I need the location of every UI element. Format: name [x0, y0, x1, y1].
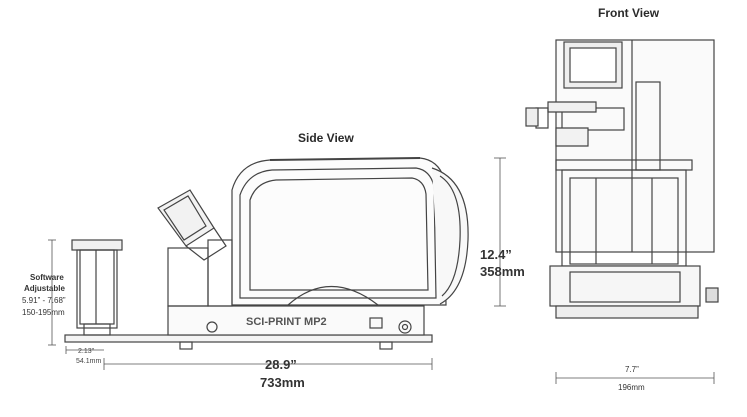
offset-mm: 54.1mm [76, 358, 102, 365]
front-platform-bar [547, 101, 597, 113]
front-width-inches: 7.7” [625, 365, 639, 374]
adjustable-range-in: 5.91” - 7.68” [22, 296, 66, 305]
front-foot [555, 305, 699, 319]
length-inches: 28.9” [265, 357, 297, 372]
front-base [549, 265, 701, 307]
height-inches: 12.4” [480, 247, 512, 262]
side-cup-top [71, 239, 123, 251]
lower-body [167, 305, 425, 336]
side-cup-body [76, 249, 118, 329]
side-screen [157, 189, 215, 247]
adjustable-line1: Software [30, 273, 64, 282]
side-dome [287, 286, 379, 306]
side-front-cover [431, 167, 469, 305]
side-view-title: Side View [298, 131, 354, 145]
base-foot-right [379, 341, 393, 350]
side-knob-left [206, 321, 218, 333]
height-mm: 358mm [480, 264, 525, 279]
side-hood [231, 157, 447, 306]
front-view-title: Front View [598, 6, 660, 20]
base-plate [64, 334, 433, 343]
side-switch [369, 317, 383, 329]
side-knob-right [398, 320, 412, 334]
adjustable-range-mm: 150-195mm [22, 308, 65, 317]
side-column [167, 247, 209, 307]
length-mm: 733mm [260, 375, 305, 390]
offset-inches: 2.13” [78, 348, 94, 355]
adjustable-line2: Adjustable [24, 284, 65, 293]
base-foot-left [179, 341, 193, 350]
machine-label: SCI-PRINT MP2 [246, 316, 327, 328]
front-width-mm: 196mm [618, 383, 645, 392]
